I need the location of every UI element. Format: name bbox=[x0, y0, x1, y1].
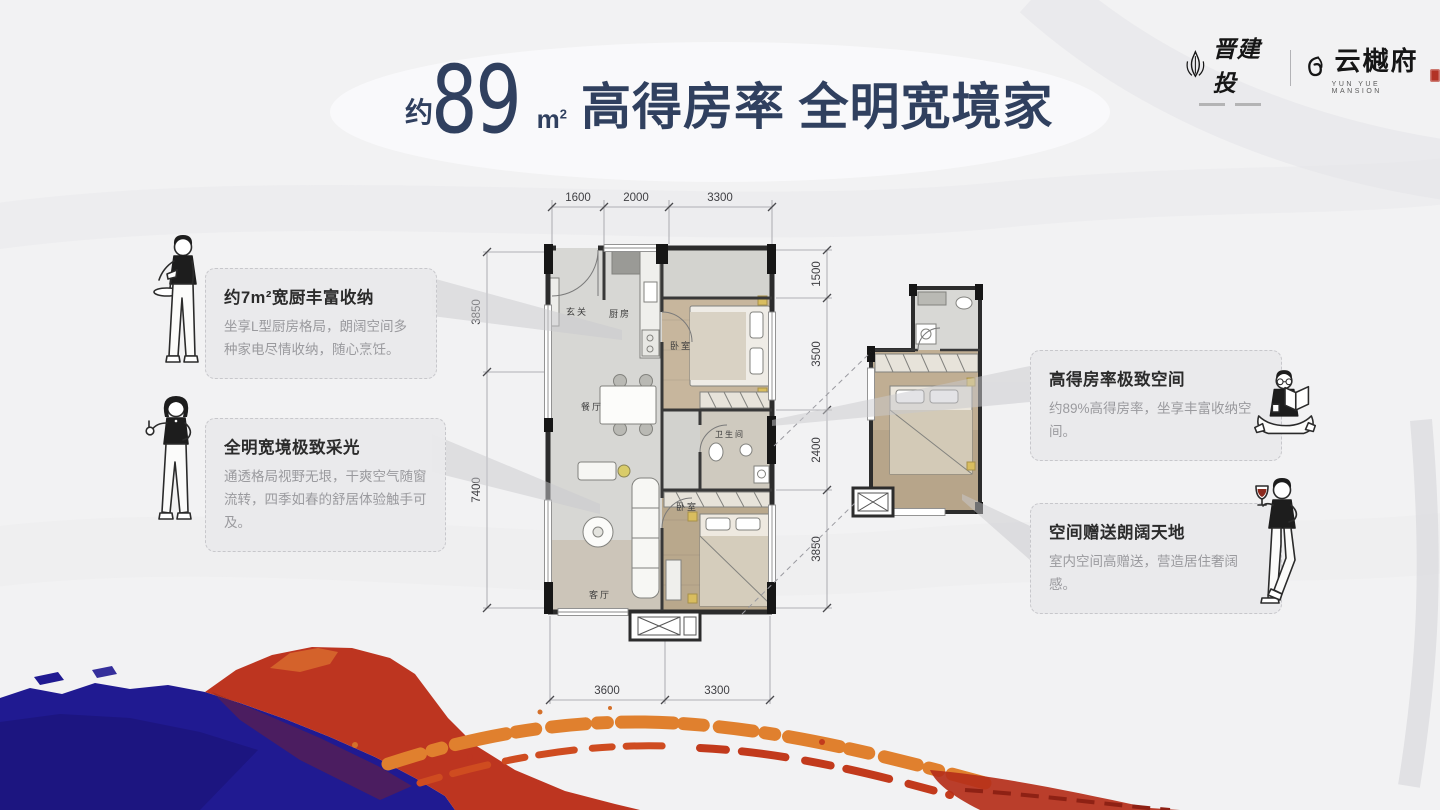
kitchen-stove bbox=[641, 329, 660, 357]
callout-kitchen-title: 约7m²宽厨丰富收纳 bbox=[224, 289, 374, 307]
callout-kitchen: 约7m²宽厨丰富收纳 坐享L型厨房格局，朗阔空间多种家电尽情收纳，随心烹饪。 bbox=[205, 268, 437, 379]
brush-stroke-art bbox=[0, 647, 1180, 810]
floorplan-area: 1600 2000 3300 3600 3300 3850 7400 1500 … bbox=[430, 180, 1040, 725]
callout-kitchen-body: 坐享L型厨房格局，朗阔空间多种家电尽情收纳，随心烹饪。 bbox=[224, 319, 408, 357]
dining-table bbox=[599, 385, 657, 425]
door-arcs bbox=[551, 249, 728, 529]
header-logos: 晋建投 云樾府 YUN YUE MANSION bbox=[1184, 30, 1440, 106]
project-logo-icon bbox=[1307, 56, 1323, 77]
developer-logo-icon bbox=[1186, 49, 1205, 78]
title-area-number: 89 bbox=[431, 46, 522, 155]
dim-bottom-1: 3600 bbox=[594, 685, 620, 697]
project-subtitle: YUN YUE MANSION bbox=[1331, 81, 1382, 95]
illustration-man-cooking bbox=[143, 232, 221, 372]
brush-orange-cap bbox=[270, 648, 338, 672]
label-entry: 玄关 bbox=[566, 306, 588, 317]
callout-bonus-space: 空间赠送朗阔天地 室内空间高赠送，营造居住奢阔感。 bbox=[1030, 503, 1282, 614]
detail-plan bbox=[741, 284, 983, 615]
detail-toilet bbox=[955, 296, 973, 310]
developer-logo: 晋建投 bbox=[1184, 30, 1276, 106]
floorplan-drawing: 1600 2000 3300 3600 3300 3850 7400 1500 … bbox=[432, 192, 1030, 705]
dimension-ticks bbox=[482, 202, 832, 705]
illustration-man-wine bbox=[1240, 472, 1316, 607]
dim-right-2: 3500 bbox=[811, 341, 823, 367]
callout-daylight-body: 通透格局视野无垠，干爽空气随窗流转，四季如春的舒居体验触手可及。 bbox=[224, 469, 427, 530]
label-bedroom1: 卧室 bbox=[670, 340, 692, 351]
illustration-man-reading bbox=[1247, 356, 1325, 468]
label-bedroom2: 卧室 bbox=[676, 501, 698, 512]
illustration-woman-thumbs-up bbox=[136, 392, 216, 527]
kitchen-sink bbox=[643, 281, 658, 303]
detail-ac-box bbox=[851, 486, 895, 518]
callout-beams bbox=[432, 278, 1030, 560]
windows bbox=[544, 244, 776, 616]
dim-bottom-2: 3300 bbox=[704, 685, 730, 697]
title-approx: 约 bbox=[405, 97, 434, 129]
label-dining: 餐厅 bbox=[581, 401, 603, 412]
project-name: 云樾府 bbox=[1334, 47, 1419, 76]
brush-orange-arc bbox=[381, 715, 992, 790]
callout-daylight: 全明宽境极致采光 通透格局视野无垠，干爽空气随窗流转，四季如春的舒居体验触手可及… bbox=[205, 418, 446, 552]
dresser bbox=[665, 559, 682, 601]
dim-top-1: 1600 bbox=[565, 192, 591, 204]
detail-washer bbox=[915, 323, 937, 345]
balcony bbox=[628, 610, 702, 642]
detail-vanity bbox=[917, 291, 947, 306]
dim-top-3: 3300 bbox=[707, 192, 733, 204]
dim-right-1: 1500 bbox=[811, 261, 823, 287]
structural-columns bbox=[544, 244, 776, 614]
brush-red-tail bbox=[930, 770, 1180, 810]
toilet bbox=[708, 442, 724, 462]
callout-daylight-title: 全明宽境极致采光 bbox=[224, 439, 360, 457]
detail-wardrobe bbox=[874, 353, 979, 373]
sideboard bbox=[577, 461, 617, 481]
label-living: 客厅 bbox=[589, 589, 611, 600]
dim-top-2: 2000 bbox=[623, 192, 649, 204]
label-bathroom: 卫生间 bbox=[715, 429, 745, 439]
brush-red bbox=[205, 647, 640, 810]
callout-efficiency: 高得房率极致空间 约89%高得房率，坐享丰富收纳空间。 bbox=[1030, 350, 1282, 461]
logo-divider bbox=[1289, 50, 1291, 86]
room-labels: 玄关 厨房 卧室 餐厅 卫生间 客厅 卧室 bbox=[566, 306, 745, 600]
projection-dashes bbox=[741, 351, 872, 615]
callout-bonus-space-body: 室内空间高赠送，营造居住奢阔感。 bbox=[1049, 554, 1238, 592]
project-seal bbox=[1430, 68, 1440, 82]
developer-tagline-mark bbox=[1198, 103, 1261, 106]
project-logo: 云樾府 YUN YUE MANSION bbox=[1305, 41, 1440, 95]
callout-efficiency-body: 约89%高得房率，坐享丰富收纳空间。 bbox=[1049, 401, 1252, 439]
washer bbox=[753, 465, 770, 484]
basin bbox=[739, 443, 753, 457]
title-slogan: 高得房率 全明宽境家 bbox=[581, 79, 1054, 136]
dim-right-4: 3850 bbox=[811, 536, 823, 562]
dimension-labels: 1600 2000 3300 3600 3300 3850 7400 1500 … bbox=[471, 192, 823, 697]
plant bbox=[617, 464, 631, 478]
dim-right-3: 2400 bbox=[811, 437, 823, 463]
callout-bonus-space-title: 空间赠送朗阔天地 bbox=[1049, 524, 1185, 542]
developer-name: 晋建投 bbox=[1212, 37, 1261, 96]
furniture bbox=[549, 249, 771, 607]
title-unit: m2 bbox=[536, 104, 567, 135]
kitchen-cabinet bbox=[611, 249, 643, 275]
label-kitchen: 厨房 bbox=[609, 308, 631, 319]
callout-efficiency-title: 高得房率极致空间 bbox=[1049, 371, 1185, 389]
page-title: 约 89 m2 高得房率 全明宽境家 bbox=[405, 46, 1054, 155]
